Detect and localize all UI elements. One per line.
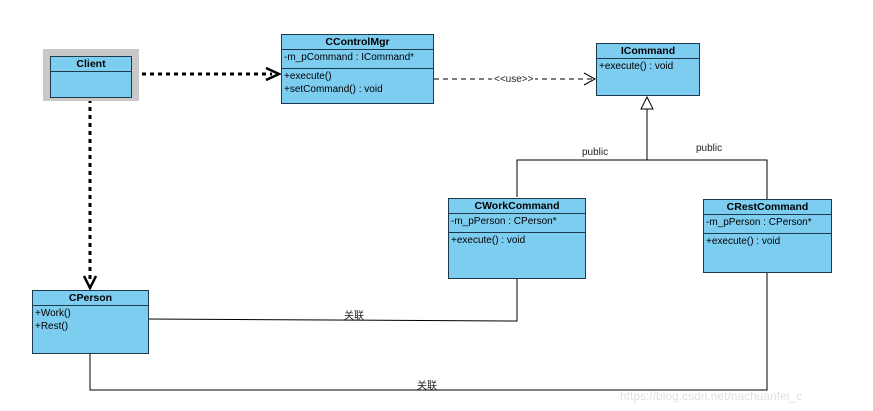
- class-icommand-name: ICommand: [597, 44, 699, 59]
- class-person[interactable]: CPerson +Work() +Rest(): [32, 290, 149, 354]
- client-to-controlmgr-arrowhead: [265, 66, 282, 82]
- operation: +execute() : void: [599, 61, 674, 72]
- association-label-work: 关联: [344, 311, 364, 322]
- operation: +execute() : void: [706, 236, 781, 247]
- class-icommand[interactable]: ICommand +execute() : void: [596, 43, 700, 96]
- rest-to-person-association: [89, 273, 768, 391]
- class-icommand-operations: +execute() : void: [597, 59, 699, 74]
- class-client-name: Client: [51, 57, 131, 72]
- public-label-left: public: [582, 147, 609, 158]
- class-restcommand-operations: +execute() : void: [704, 234, 831, 249]
- use-arrowhead: [583, 72, 597, 86]
- operation: +execute(): [284, 71, 332, 82]
- work-to-person-association: [147, 279, 518, 322]
- class-workcommand[interactable]: CWorkCommand -m_pPerson : CPerson* +exec…: [448, 198, 586, 279]
- attribute: -m_pPerson : CPerson*: [451, 216, 557, 227]
- class-client[interactable]: Client: [50, 56, 132, 98]
- watermark: https://blog.csdn.net/nachuanfei_c: [620, 389, 803, 403]
- operation: +Rest(): [35, 321, 69, 332]
- class-controlmgr-operations: +execute() +setCommand() : void: [282, 69, 433, 97]
- association-label-rest: 关联: [417, 381, 437, 392]
- class-workcommand-attributes: -m_pPerson : CPerson*: [449, 214, 585, 233]
- class-restcommand-attributes: -m_pPerson : CPerson*: [704, 215, 831, 234]
- class-person-name: CPerson: [33, 291, 148, 306]
- operation: +execute() : void: [451, 235, 526, 246]
- client-to-person-arrowhead: [82, 275, 98, 291]
- generalization-triangle: [640, 95, 654, 110]
- operation: +setCommand() : void: [284, 84, 383, 95]
- class-controlmgr[interactable]: CControlMgr -m_pCommand : ICommand* +exe…: [281, 34, 434, 104]
- class-controlmgr-attributes: -m_pCommand : ICommand*: [282, 50, 433, 69]
- class-workcommand-operations: +execute() : void: [449, 233, 585, 248]
- class-person-operations: +Work() +Rest(): [33, 306, 148, 334]
- class-restcommand-name: CRestCommand: [704, 200, 831, 215]
- public-label-right: public: [696, 143, 723, 154]
- rest-generalization-line: [647, 159, 768, 199]
- operation: +Work(): [35, 308, 71, 319]
- work-generalization-line: [516, 159, 647, 197]
- attribute: -m_pCommand : ICommand*: [284, 52, 415, 63]
- class-workcommand-name: CWorkCommand: [449, 199, 585, 214]
- use-label: <<use>>: [492, 74, 536, 85]
- class-restcommand[interactable]: CRestCommand -m_pPerson : CPerson* +exec…: [703, 199, 832, 273]
- class-controlmgr-name: CControlMgr: [282, 35, 433, 50]
- attribute: -m_pPerson : CPerson*: [706, 217, 812, 228]
